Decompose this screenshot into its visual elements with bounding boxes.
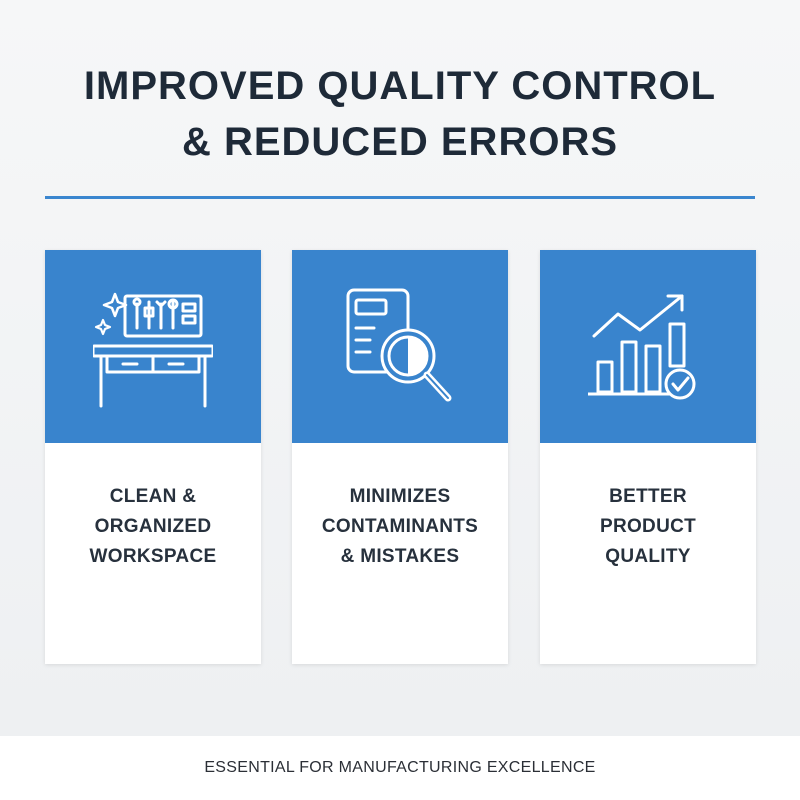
card-label-line: QUALITY	[605, 546, 691, 567]
title-line-2: & REDUCED ERRORS	[181, 120, 619, 164]
card-label-line: CONTAMINANTS	[321, 516, 479, 537]
card-minimizes-mistakes: MINIMIZES CONTAMINANTS & MISTAKES	[292, 250, 508, 664]
card-label-line: PRODUCT	[599, 516, 697, 537]
main-panel: IMPROVED QUALITY CONTROL & REDUCED ERROR…	[0, 0, 800, 736]
workbench-tools-icon	[93, 292, 213, 408]
footer-tagline: ESSENTIAL FOR MANUFACTURING EXCELLENCE	[0, 736, 800, 800]
card-label: BETTER PRODUCT QUALITY	[540, 482, 756, 572]
card-icon-band	[292, 250, 508, 443]
card-label-line: WORKSPACE	[89, 546, 217, 567]
card-icon-band	[540, 250, 756, 443]
card-label-line: BETTER	[609, 486, 687, 507]
card-label-line: ORGANIZED	[94, 516, 212, 537]
card-better-quality: BETTER PRODUCT QUALITY	[540, 250, 756, 664]
card-label: MINIMIZES CONTAMINANTS & MISTAKES	[292, 482, 508, 572]
card-clean-workspace: CLEAN & ORGANIZED WORKSPACE	[45, 250, 261, 664]
page-title: IMPROVED QUALITY CONTROL & REDUCED ERROR…	[0, 58, 800, 170]
document-magnifier-icon	[346, 288, 452, 402]
title-divider	[45, 196, 755, 199]
card-label-line: MINIMIZES	[349, 486, 451, 507]
card-label-line: CLEAN &	[109, 486, 197, 507]
card-label-line: & MISTAKES	[340, 546, 460, 567]
card-label: CLEAN & ORGANIZED WORKSPACE	[45, 482, 261, 572]
title-line-1: IMPROVED QUALITY CONTROL	[83, 64, 717, 108]
card-icon-band	[45, 250, 261, 443]
bar-chart-check-icon	[588, 294, 696, 400]
